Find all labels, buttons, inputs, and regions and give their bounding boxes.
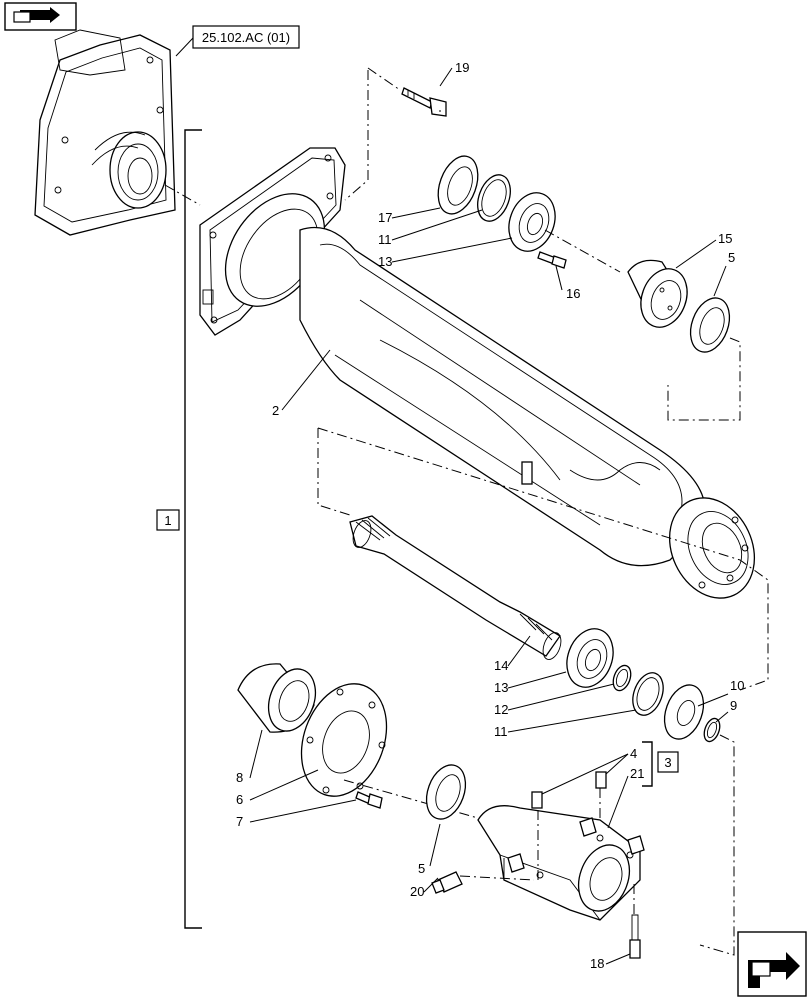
axle-housing-2[interactable] [199,147,770,612]
next-page-arrow-icon[interactable] [737,931,807,997]
callout-7: 7 [236,814,243,829]
callout-9: 9 [730,698,737,713]
callout-19: 19 [455,60,469,75]
differential-housing [34,29,176,236]
callout-8: 8 [236,770,243,785]
circlip-9[interactable] [701,716,722,743]
callout-18: 18 [590,956,604,971]
callout-17: 17 [378,210,392,225]
bearing-13b[interactable] [559,622,621,693]
washer-10[interactable] [658,680,711,745]
callout-20: 20 [410,884,424,899]
callout-11a: 11 [378,232,392,247]
callout-15: 15 [718,231,732,246]
snap-ring-12[interactable] [610,663,634,693]
reference-label: 25.102.AC (01) [202,30,290,45]
callout-13b: 13 [494,680,508,695]
seal-5a[interactable] [684,293,737,358]
callout-14: 14 [494,658,508,673]
group-label-main: 1 [164,513,171,528]
snap-ring-11b[interactable] [627,669,668,720]
grease-fitting-20[interactable] [431,871,463,894]
callout-21: 21 [630,766,644,781]
flange-plate-6[interactable] [287,672,402,808]
group-bracket-main: 1 [156,129,202,929]
callout-11b: 11 [494,724,508,739]
callout-13a: 13 [378,254,392,269]
callout-10: 10 [730,678,744,693]
screw-16[interactable] [537,251,567,269]
seal-5b[interactable] [420,760,473,825]
snap-ring-11a[interactable] [472,170,517,225]
pivot-bracket[interactable] [477,805,645,921]
pin-4b[interactable] [595,771,607,789]
bearing-13a[interactable] [501,186,563,257]
callout-5b: 5 [418,861,425,876]
group-label-kit: 3 [664,755,671,770]
callout-16: 16 [566,286,580,301]
reference-link[interactable]: 25.102.AC (01) [192,25,300,49]
callout-12: 12 [494,702,508,717]
book-arrow-icon[interactable] [4,2,77,31]
axle-shaft-14[interactable] [349,515,565,662]
bushing-15[interactable] [627,259,695,333]
callout-6: 6 [236,792,243,807]
screw-7[interactable] [355,791,383,809]
bushing-8[interactable] [237,662,324,737]
bolt-18[interactable] [629,914,641,959]
pin-4a[interactable] [531,791,543,809]
bolt-19[interactable] [401,87,447,117]
group-bracket-kit: 3 [642,741,679,787]
seal-17[interactable] [431,151,485,220]
callout-4: 4 [630,746,637,761]
callout-2: 2 [272,403,279,418]
callout-5a: 5 [728,250,735,265]
